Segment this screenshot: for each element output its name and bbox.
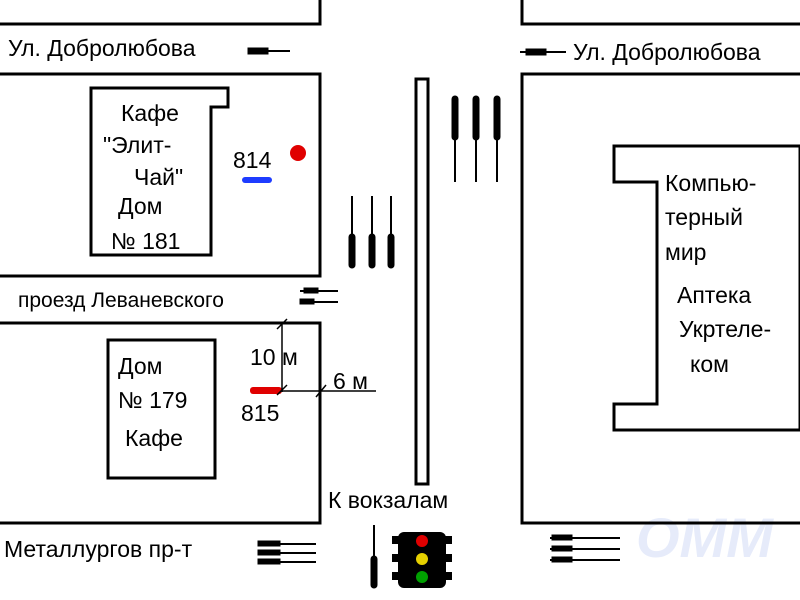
bus-stop-815: 815 (241, 387, 282, 426)
bus-stop-814: 814 (233, 145, 306, 183)
traffic-light-red (416, 535, 428, 547)
computer-world-labels: Компью- терный мир Аптека Укртеле- ком (665, 170, 771, 377)
arrow-to-stations (370, 525, 378, 589)
arrow-metallurgov-right (550, 534, 620, 563)
stop-815-label: 815 (241, 400, 279, 426)
road-median (414, 77, 430, 486)
block-left-lower (0, 321, 322, 525)
traffic-light-yellow (416, 553, 428, 565)
distance-horizontal-label: 6 м (333, 368, 368, 394)
computer-world-line6: ком (690, 351, 729, 377)
computer-world-line1: Компью- (665, 170, 756, 196)
arrow-northbound-lanes (451, 95, 501, 182)
dom-179-line2: № 179 (118, 387, 187, 413)
cafe-elit-line3: Чай" (134, 164, 183, 190)
arrow-metallurgov-left (257, 540, 316, 565)
street-label-levanevskogo: проезд Леваневского (18, 289, 224, 312)
stop-814-bar (242, 177, 272, 183)
stop-815-bar (250, 387, 282, 394)
dom-179-line1: Дом (118, 353, 162, 379)
block-top-left (0, 0, 322, 26)
arrow-levanevskogo (299, 287, 338, 305)
cafe-elit-line2: "Элит- (103, 132, 171, 158)
watermark: ОММ (636, 506, 774, 569)
distance-vertical-label: 10 м (250, 344, 298, 370)
street-label-metallurgov: Металлургов пр-т (4, 536, 193, 562)
arrow-southbound-lanes (348, 196, 395, 269)
dom-179-line3: Кафе (125, 425, 183, 451)
stop-814-label: 814 (233, 147, 272, 173)
computer-world-line2: терный (665, 204, 743, 230)
distance-markers (276, 318, 376, 398)
computer-world-line5: Укртеле- (679, 316, 771, 342)
building-cafe-elit (89, 86, 230, 257)
cafe-elit-line5: № 181 (111, 228, 180, 254)
buildings (89, 86, 800, 480)
cafe-elit-labels: Кафе "Элит- Чай" Дом № 181 (103, 100, 183, 254)
building-dom-179 (106, 338, 217, 480)
block-left-upper (0, 72, 322, 278)
street-label-dobrolyubova-right: Ул. Добролюбова (573, 39, 761, 65)
computer-world-line4: Аптека (677, 282, 751, 308)
traffic-light-green (416, 571, 428, 583)
traffic-light-icon (392, 532, 452, 588)
arrow-dobrolyubova-left (247, 47, 290, 55)
dom-179-labels: Дом № 179 Кафе (118, 353, 187, 451)
block-right (520, 72, 800, 525)
cafe-elit-line1: Кафе (121, 100, 179, 126)
street-label-dobrolyubova-left: Ул. Добролюбова (8, 35, 196, 61)
stop-814-marker-icon (290, 145, 306, 161)
traffic-arrows (247, 47, 620, 589)
building-computer-world (612, 144, 800, 432)
cafe-elit-line4: Дом (118, 193, 162, 219)
city-blocks (0, 0, 800, 525)
arrow-dobrolyubova-right (520, 48, 566, 56)
block-top-right (520, 0, 800, 26)
computer-world-line3: мир (665, 239, 706, 265)
direction-label: К вокзалам (328, 487, 448, 513)
